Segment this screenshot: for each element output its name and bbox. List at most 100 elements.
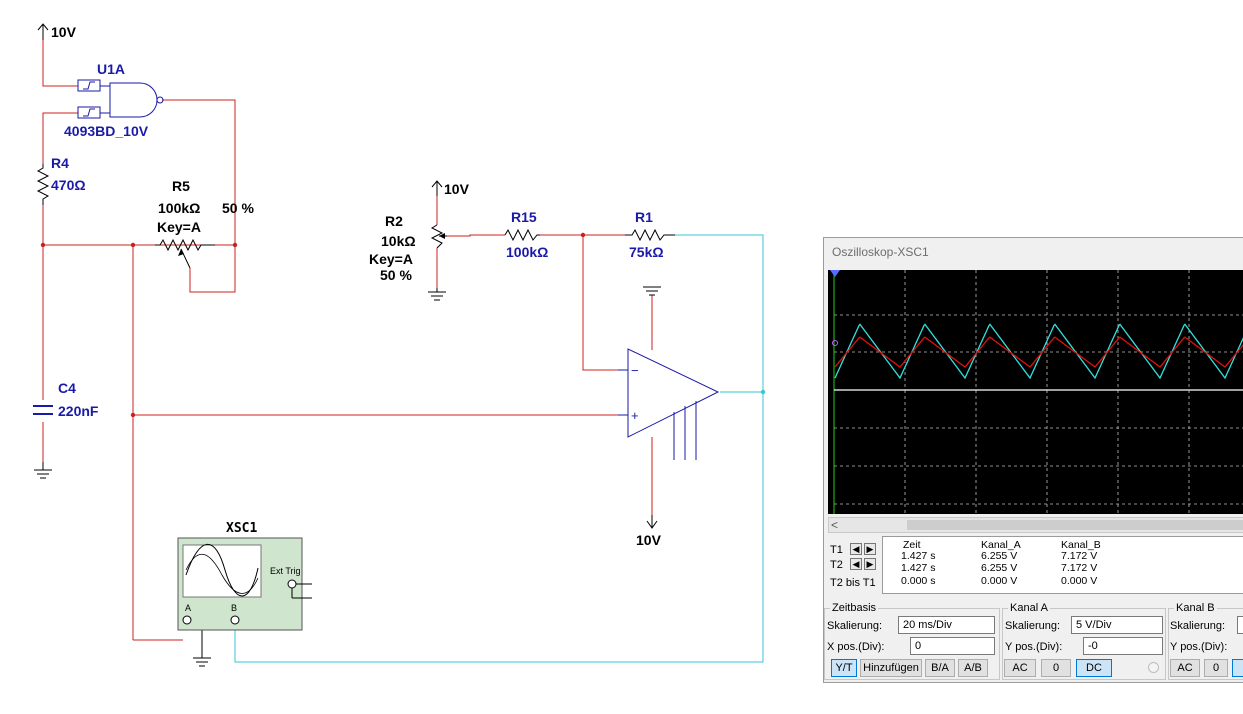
t1-label: T1 (830, 544, 843, 556)
header-kanal-b: Kanal_B (1061, 539, 1101, 551)
resistor-r1[interactable] (625, 228, 675, 242)
cursor-marker-icon (830, 270, 840, 277)
nand-gate-u1a[interactable] (77, 79, 164, 119)
c4-value: 220nF (58, 403, 99, 419)
scope-display[interactable] (828, 270, 1243, 514)
timebase-title: Zeitbasis (830, 602, 879, 614)
channel-b-ac-button[interactable]: AC (1170, 659, 1200, 677)
oscilloscope-window[interactable]: Oszilloskop-XSC1 < T1 ◀ ▶ T2 ◀ ▶ T2 bis … (823, 237, 1243, 683)
channel-b-scale-label: Skalierung: (1170, 620, 1226, 632)
t1-kanal-a: 6.255 V (981, 550, 1018, 562)
t2-left-arrow-icon[interactable]: ◀ (850, 558, 862, 570)
xsc1-channel-a: A (185, 603, 191, 613)
t2-bis-t1-label: T2 bis T1 (830, 577, 876, 589)
header-time: Zeit (903, 539, 921, 551)
channel-b-dc-button[interactable] (1232, 659, 1243, 677)
t2-kanal-a: 6.255 V (981, 562, 1018, 574)
junction-dots (40, 232, 586, 418)
cursor-readout: T1 ◀ ▶ T2 ◀ ▶ T2 bis T1 Zeit Kanal_A Kan… (828, 536, 1243, 594)
yt-button[interactable]: Y/T (831, 659, 857, 677)
r5-percent: 50 % (222, 200, 254, 216)
r15-value: 100kΩ (506, 244, 548, 260)
r1-value: 75kΩ (629, 244, 664, 260)
r2-name: R2 (385, 213, 403, 229)
circuit-schematic: 10V 10V U1A 4093BD_10V R4 470Ω R5 100kΩ … (33, 23, 766, 667)
add-button[interactable]: Hinzufügen (860, 659, 922, 677)
diff-kanal-a: 0.000 V (981, 575, 1018, 587)
t2-label: T2 (830, 559, 843, 571)
svg-text:10V: 10V (636, 532, 662, 548)
resistor-r4[interactable] (36, 164, 50, 205)
scroll-thumb[interactable] (907, 520, 1243, 530)
t1-right-arrow-icon[interactable]: ▶ (864, 543, 876, 555)
t2-time: 1.427 s (901, 562, 936, 574)
r2-value: 10kΩ (381, 233, 416, 249)
opamp-plus: + (631, 408, 639, 423)
vcc-symbol: 10V (37, 23, 77, 40)
ground-symbol-opamp (643, 286, 661, 296)
channel-b-ypos-label: Y pos.(Div): (1170, 641, 1228, 653)
diff-kanal-b: 0.000 V (1061, 575, 1098, 587)
trace-start-marker (832, 340, 838, 346)
channel-a-trace (834, 336, 1243, 368)
window-title: Oszilloskop-XSC1 (832, 245, 929, 259)
xsc1-ext-trig: Ext Trig (270, 566, 301, 576)
channel-a-radio[interactable] (1148, 662, 1159, 673)
channel-b-scale-field[interactable] (1237, 616, 1243, 634)
diff-time: 0.000 s (901, 575, 936, 587)
u1-part: 4093BD_10V (64, 123, 149, 139)
opamp-minus: − (631, 363, 639, 378)
r5-key: Key=A (157, 219, 201, 235)
channel-a-scale-label: Skalierung: (1005, 620, 1061, 632)
scroll-left-icon[interactable]: < (831, 518, 839, 532)
channel-a-ypos-field[interactable]: -0 (1083, 637, 1163, 655)
channel-a-title: Kanal A (1008, 602, 1050, 614)
channel-a-ac-button[interactable]: AC (1004, 659, 1036, 677)
potentiometer-r2[interactable] (430, 224, 444, 249)
r4-name: R4 (51, 155, 69, 171)
channel-b-trace (834, 323, 1243, 380)
scope-display-svg (830, 270, 1243, 514)
potentiometer-r5[interactable] (155, 238, 215, 252)
ground-symbol-c4 (34, 462, 52, 479)
horizontal-scrollbar[interactable]: < (828, 517, 1243, 533)
channel-a-zero-button[interactable]: 0 (1041, 659, 1071, 677)
ab-button[interactable]: A/B (958, 659, 988, 677)
ground-symbol-r2 (428, 288, 446, 301)
t1-left-arrow-icon[interactable]: ◀ (850, 543, 862, 555)
channel-a-dc-button[interactable]: DC (1076, 659, 1112, 677)
r4-value: 470Ω (51, 177, 86, 193)
ba-button[interactable]: B/A (925, 659, 955, 677)
resistor-r15[interactable] (504, 228, 540, 242)
timebase-scale-label: Skalierung: (827, 620, 883, 632)
t1-time: 1.427 s (901, 550, 936, 562)
readout-table: Zeit Kanal_A Kanal_B 1.427 s 6.255 V 7.1… (882, 536, 1243, 594)
svg-text:10V: 10V (51, 24, 77, 40)
svg-text:10V: 10V (444, 181, 470, 197)
capacitor-c4[interactable] (33, 405, 53, 415)
timebase-group: Zeitbasis Skalierung: 20 ms/Div X pos.(D… (824, 600, 1000, 680)
timebase-scale-field[interactable]: 20 ms/Div (898, 616, 995, 634)
xsc1-channel-b: B (231, 603, 237, 613)
channel-b-title: Kanal B (1174, 602, 1217, 614)
t2-kanal-b: 7.172 V (1061, 562, 1098, 574)
header-kanal-a: Kanal_A (981, 539, 1021, 551)
t1-kanal-b: 7.172 V (1061, 550, 1098, 562)
r1-name: R1 (635, 209, 653, 225)
t2-right-arrow-icon[interactable]: ▶ (864, 558, 876, 570)
opamp[interactable] (618, 348, 720, 460)
vee-symbol: 10V (636, 515, 662, 548)
r5-value: 100kΩ (158, 200, 200, 216)
ground-symbol-scope (193, 628, 211, 667)
r2-percent: 50 % (380, 267, 412, 283)
c4-name: C4 (58, 380, 76, 396)
r2-key: Key=A (369, 251, 413, 267)
channel-a-scale-field[interactable]: 5 V/Div (1071, 616, 1163, 634)
r5-name: R5 (172, 178, 190, 194)
vcc2-symbol: 10V (431, 180, 470, 197)
xsc1-name: XSC1 (226, 521, 257, 536)
xpos-label: X pos.(Div): (827, 641, 885, 653)
oscilloscope-xsc1-symbol[interactable] (177, 537, 312, 631)
channel-b-zero-button[interactable]: 0 (1204, 659, 1228, 677)
xpos-field[interactable]: 0 (910, 637, 995, 655)
